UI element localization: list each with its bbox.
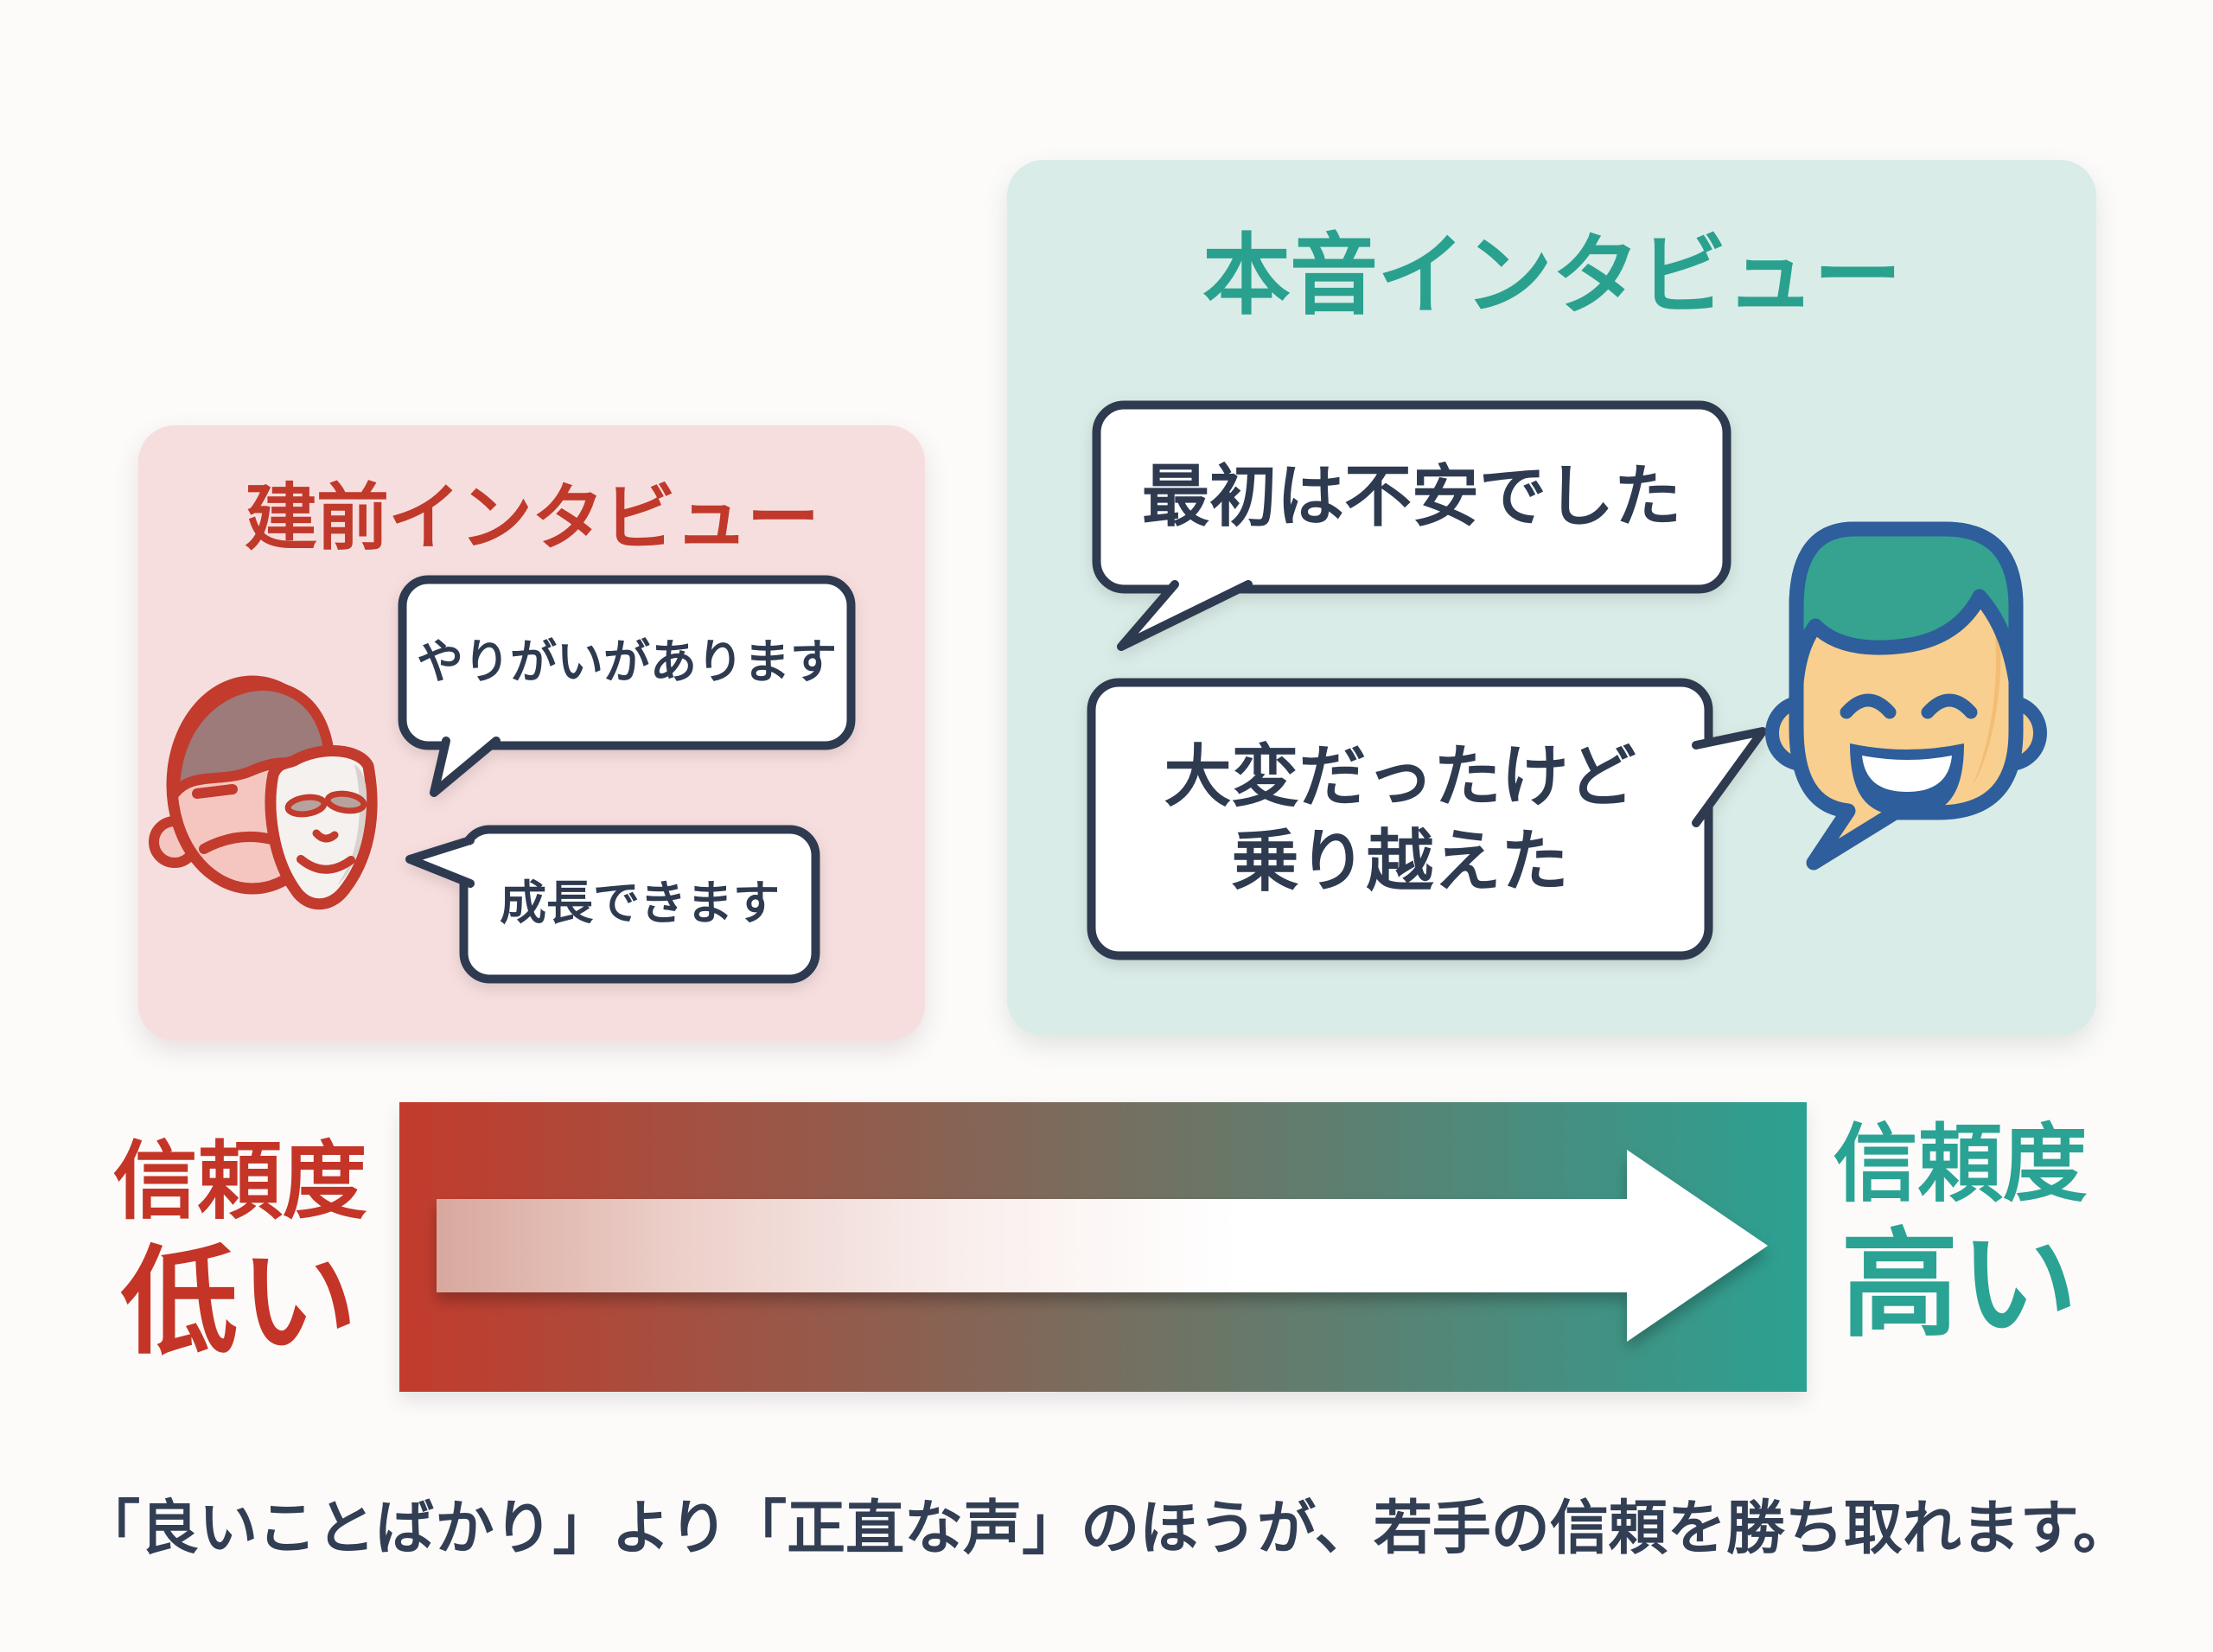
honne-panel-title: 本音インタビュー bbox=[1202, 226, 1902, 325]
trust-label-low-line2: 低い bbox=[120, 1235, 360, 1368]
bottom-caption: 「良いことばかり」より「正直な声」のほうが、若手の信頼を勝ち取れます。 bbox=[81, 1496, 2132, 1561]
speech-bubble-line1: 大変だったけど bbox=[1164, 738, 1636, 814]
masked-face-icon bbox=[149, 664, 399, 915]
trust-label-low-line1: 信頼度 bbox=[112, 1133, 367, 1228]
trust-label-high: 信頼度 高い bbox=[1807, 1116, 2114, 1352]
tatemae-panel-title: 建前インタビュー bbox=[244, 477, 820, 558]
trust-arrow bbox=[437, 1150, 1768, 1342]
speech-bubble-shape bbox=[1087, 678, 1767, 960]
trust-label-low: 信頼度 低い bbox=[91, 1133, 389, 1369]
speech-bubble-text: 最初は不安でした bbox=[1141, 458, 1681, 535]
masked-face-icon-svg bbox=[149, 675, 378, 910]
right-arrow-icon bbox=[437, 1150, 1768, 1342]
trust-gradient-bar bbox=[399, 1102, 1807, 1392]
speech-bubble-text: 大変だったけど 乗り越えた bbox=[1087, 678, 1713, 960]
trust-label-high-line2: 高い bbox=[1840, 1218, 2080, 1350]
speech-bubble-shape bbox=[1092, 400, 1731, 651]
speech-bubble-tatemae-2: 成長できます bbox=[405, 825, 820, 984]
speech-bubble-honne-2: 大変だったけど 乗り越えた bbox=[1087, 678, 1767, 960]
speech-bubble-line2: 乗り越えた bbox=[1231, 822, 1569, 899]
speech-bubble-honne-1: 最初は不安でした bbox=[1092, 400, 1731, 651]
speech-bubble-text: やりがいがあります bbox=[417, 635, 837, 688]
trust-label-high-line1: 信頼度 bbox=[1833, 1116, 2088, 1211]
speech-bubble-shape bbox=[398, 575, 856, 797]
smiling-face-icon-svg bbox=[1765, 521, 2047, 871]
speech-bubble-shape bbox=[405, 825, 820, 984]
smiling-face-icon bbox=[1763, 517, 2049, 880]
speech-bubble-text: 成長できます bbox=[500, 877, 780, 930]
speech-bubble-tatemae-1: やりがいがあります bbox=[398, 575, 856, 797]
